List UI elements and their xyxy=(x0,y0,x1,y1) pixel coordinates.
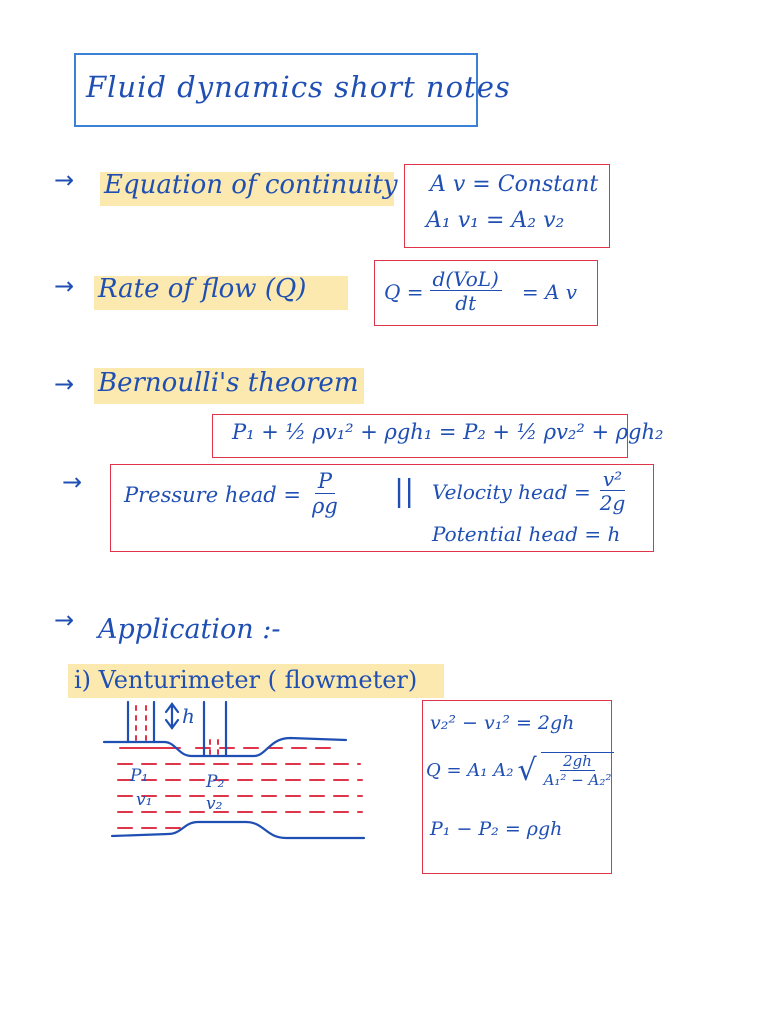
velocity-label: Velocity head = xyxy=(432,479,591,504)
v1-label: v₁ xyxy=(136,790,153,810)
v2-label: v₂ xyxy=(206,794,223,814)
eq2-rhs: A₂ v₂ xyxy=(511,208,565,233)
continuity-heading: Equation of continuity xyxy=(104,170,398,200)
bernoulli-box xyxy=(212,414,628,458)
continuity-eq2: A₁ v₁ = A₂ v₂ xyxy=(426,208,564,233)
page-title: Fluid dynamics short notes xyxy=(86,70,511,104)
heads-separator: || xyxy=(394,474,415,509)
rate-equation: Q = d(VoL) dt = A v xyxy=(384,268,577,315)
rate-den: dt xyxy=(455,291,477,315)
p2-label: P₂ xyxy=(206,772,225,792)
q-lhs: Q = A₁ A₂ xyxy=(426,759,514,781)
eq2-lhs: A₁ v₁ xyxy=(426,208,479,233)
venturi-item: i) Venturimeter ( flowmeter) xyxy=(74,666,418,694)
venturi-eq-box xyxy=(422,700,612,874)
bernoulli-heading: Bernoulli's theorem xyxy=(98,368,359,398)
q-fraction: 2gh A₁² − A₂² xyxy=(540,752,615,789)
highlight-rate xyxy=(94,276,348,310)
continuity-box xyxy=(404,164,610,248)
rate-num: d(VoL) xyxy=(429,268,502,291)
velocity-num: v² xyxy=(599,468,626,491)
arrow-icon: → xyxy=(54,166,75,194)
highlight-venturi xyxy=(68,664,444,698)
rate-rhs: = A v xyxy=(521,279,578,304)
p1-label: P₁ xyxy=(130,766,149,786)
venturi-eq1: v₂² − v₁² = 2gh xyxy=(430,712,575,734)
velocity-head: Velocity head = v² 2g xyxy=(432,468,628,515)
rate-heading: Rate of flow (Q) xyxy=(98,274,307,304)
potential-head: Potential head = h xyxy=(432,522,621,546)
q-den: A₁² − A₂² xyxy=(543,770,612,789)
h-label: h xyxy=(182,704,195,728)
eq2-equals: = xyxy=(485,208,505,233)
highlight-continuity xyxy=(100,172,394,206)
q-num: 2gh xyxy=(560,753,595,771)
velocity-den: 2g xyxy=(599,491,626,515)
arrow-icon: → xyxy=(54,370,75,398)
title-box xyxy=(74,53,478,127)
arrow-icon: → xyxy=(62,468,83,496)
pressure-head: Pressure head = P ρg xyxy=(124,469,341,519)
sqrt-icon: √ xyxy=(517,752,537,788)
application-heading: Application :- xyxy=(98,614,281,645)
rate-fraction: d(VoL) dt xyxy=(429,268,502,315)
bernoulli-equation: P₁ + ½ ρv₁² + ρgh₁ = P₂ + ½ ρv₂² + ρgh₂ xyxy=(232,420,664,444)
pressure-num: P xyxy=(314,469,335,495)
pipe-outline xyxy=(102,700,366,840)
highlight-bernoulli xyxy=(94,368,364,404)
venturi-eq3: P₁ − P₂ = ρgh xyxy=(430,818,563,840)
arrow-icon: → xyxy=(54,606,75,634)
velocity-fraction: v² 2g xyxy=(597,468,629,515)
pressure-fraction: P ρg xyxy=(309,469,341,519)
venturi-q: Q = A₁ A₂ √ 2gh A₁² − A₂² xyxy=(426,752,615,789)
heads-box xyxy=(110,464,654,552)
pressure-den: ρg xyxy=(312,494,338,519)
pressure-label: Pressure head = xyxy=(124,482,302,507)
fluid-fill xyxy=(117,705,363,829)
rate-lhs: Q = xyxy=(384,279,424,304)
arrow-icon: → xyxy=(54,272,75,300)
continuity-eq1: A v = Constant xyxy=(430,172,599,197)
rate-box xyxy=(374,260,598,326)
